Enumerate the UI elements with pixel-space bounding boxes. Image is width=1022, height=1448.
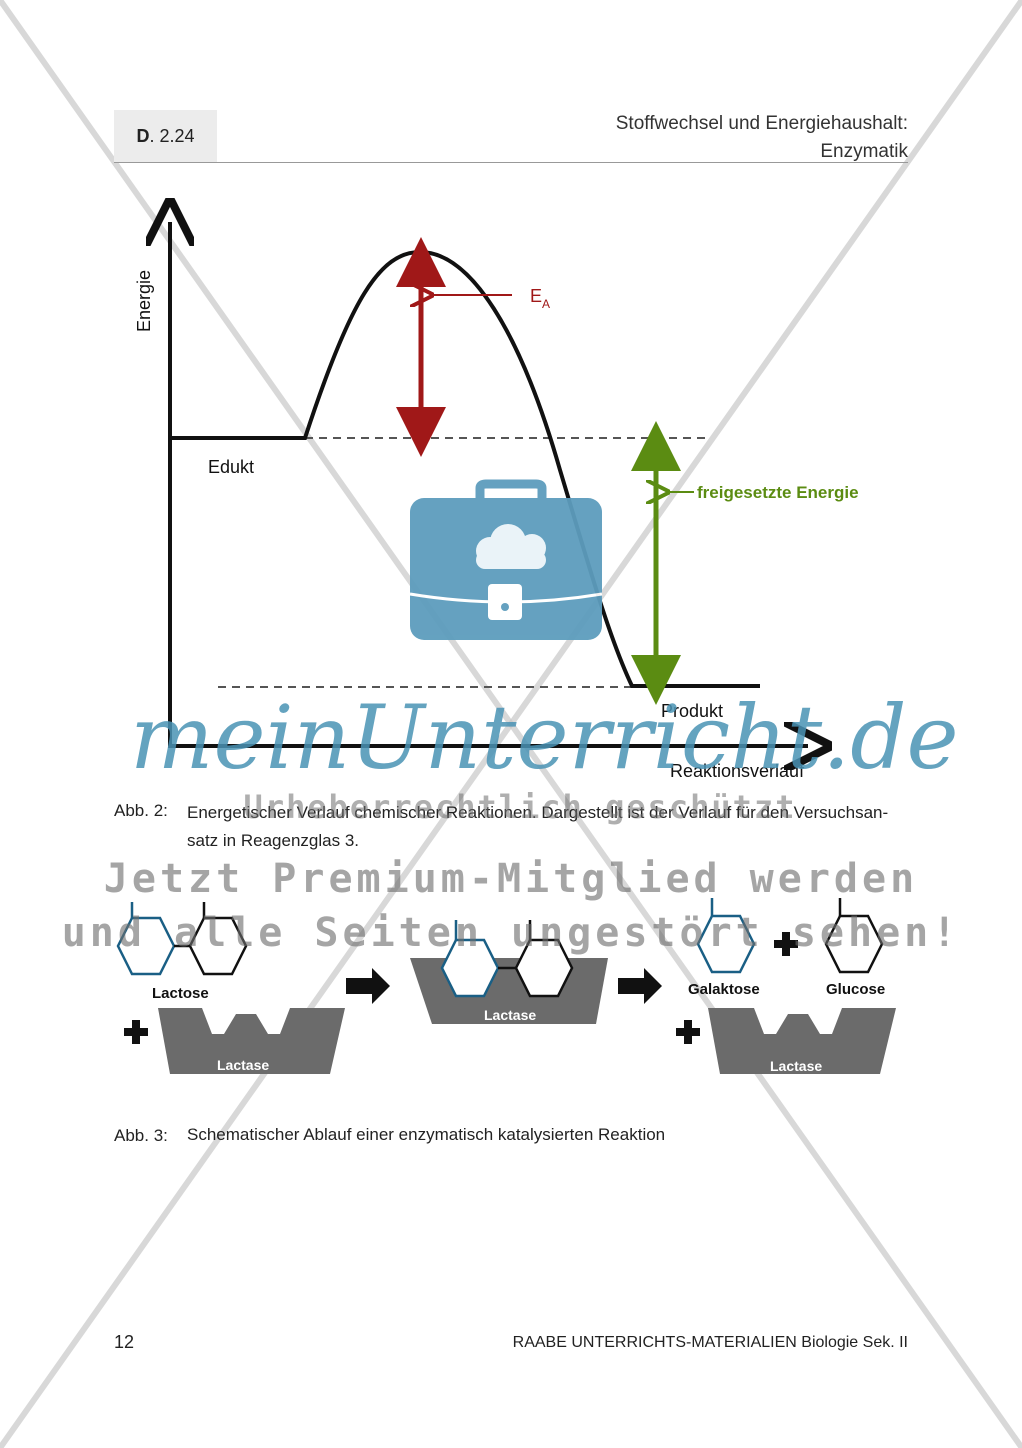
y-axis-label: Energie xyxy=(134,270,154,332)
header-divider xyxy=(114,162,908,163)
lactase-label-1: Lactase xyxy=(217,1057,269,1073)
x-axis-label: Reaktionsverlauf xyxy=(670,761,805,781)
enzyme-free-2 xyxy=(708,1008,896,1074)
arrow-right-icon-2 xyxy=(618,968,662,1004)
released-energy-label: freigesetzte Energie xyxy=(697,483,859,502)
watermark-promo-line2: und alle Seiten ungestört sehen! xyxy=(61,910,961,956)
section-badge: D. 2.24 xyxy=(114,110,217,162)
watermark-promo-line1: Jetzt Premium-Mitglied werden xyxy=(103,856,919,902)
lactose-label: Lactose xyxy=(152,985,209,1002)
lactose-molecule xyxy=(116,902,248,976)
caption-text: Energetischer Verlauf chemischer Reaktio… xyxy=(187,803,889,850)
educt-label: Edukt xyxy=(208,457,254,477)
activation-energy-label: EA xyxy=(530,286,550,311)
galactose-molecule xyxy=(696,914,756,974)
caption-text: Schematischer Ablauf einer enzymatisch k… xyxy=(187,1125,666,1144)
plus-sign-1 xyxy=(124,1020,148,1044)
energy-diagram: Energie Reaktionsverlauf EA freigesetzte… xyxy=(130,0,959,789)
caption-label: Abb. 2: xyxy=(114,801,168,820)
product-label: Produkt xyxy=(661,701,723,721)
watermark-copyright: Urheberrechtlich geschützt xyxy=(243,788,797,826)
caption-label: Abb. 3: xyxy=(114,1126,168,1145)
glucose-label: Glucose xyxy=(826,981,885,998)
lactase-label-3: Lactase xyxy=(770,1058,822,1074)
arrow-right-icon-1 xyxy=(346,968,390,1004)
bound-lactose xyxy=(440,920,574,998)
lactase-label-2: Lactase xyxy=(484,1007,536,1023)
glucose-molecule xyxy=(824,914,884,974)
plus-sign-2 xyxy=(774,932,798,956)
cloud-icon xyxy=(476,524,546,569)
publisher-footer: RAABE UNTERRICHTS-MATERIALIEN Biologie S… xyxy=(512,1334,908,1351)
enzyme-free-1 xyxy=(158,1008,345,1074)
watermark-site: meinUnterricht.de xyxy=(130,686,959,789)
page-number: 12 xyxy=(114,1332,135,1352)
plus-sign-3 xyxy=(676,1020,700,1044)
page-title: Stoffwechsel und Energiehaushalt: Enzyma… xyxy=(615,113,908,162)
galactose-label: Galaktose xyxy=(688,981,760,998)
briefcase-icon xyxy=(409,479,603,640)
